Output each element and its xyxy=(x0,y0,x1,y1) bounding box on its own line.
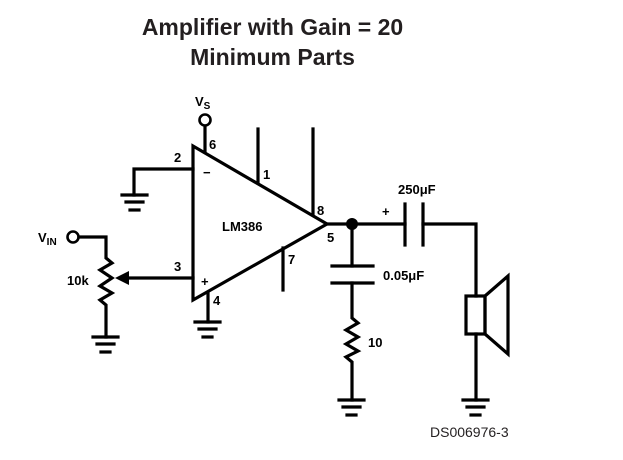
pin-7-label: 7 xyxy=(288,252,295,267)
diagram-subtitle: Minimum Parts xyxy=(190,44,355,70)
wiper-arrow-icon xyxy=(115,271,129,285)
pin-8-label: 8 xyxy=(317,203,324,218)
pin-2-wire xyxy=(132,167,195,197)
output-cap-polarity: + xyxy=(382,204,390,219)
input-label: VIN xyxy=(38,230,57,248)
pin-2-label: 2 xyxy=(174,150,181,165)
snubber-res-label: 10 xyxy=(368,335,382,350)
diagram-title: Amplifier with Gain = 20 xyxy=(141,14,404,40)
pin-3-label: 3 xyxy=(174,259,181,274)
supply-terminal-icon xyxy=(198,113,212,127)
input-terminal: VIN xyxy=(38,230,80,248)
ground-icon xyxy=(461,398,490,417)
supply-label: VS xyxy=(195,94,211,112)
ground-icon xyxy=(193,320,222,339)
potentiometer xyxy=(77,235,116,339)
ground-icon xyxy=(120,193,149,212)
pin-5-label: 5 xyxy=(327,230,334,245)
pin-4-label: 4 xyxy=(213,293,221,308)
output-cap-label: 250μF xyxy=(398,182,436,197)
speaker-icon xyxy=(464,272,510,358)
ic-label: LM386 xyxy=(222,219,262,234)
ground-icon xyxy=(337,398,366,417)
speaker-wire xyxy=(421,222,478,298)
ground-icon xyxy=(91,335,120,354)
supply-terminal: VS 6 xyxy=(195,94,216,154)
pin-6-label: 6 xyxy=(209,137,216,152)
snubber-resistor xyxy=(342,281,362,402)
lm386-amplifier: LM386 − + xyxy=(191,143,331,303)
bypass-cap-label: 0.05μF xyxy=(383,268,424,283)
pot-value-label: 10k xyxy=(67,273,89,288)
noninverting-sign: + xyxy=(201,274,209,289)
inverting-sign: − xyxy=(203,165,211,180)
input-terminal-icon xyxy=(66,230,80,244)
amplifier-triangle xyxy=(191,143,331,303)
reference-id: DS006976-3 xyxy=(430,424,509,440)
pin-1-label: 1 xyxy=(263,167,270,182)
